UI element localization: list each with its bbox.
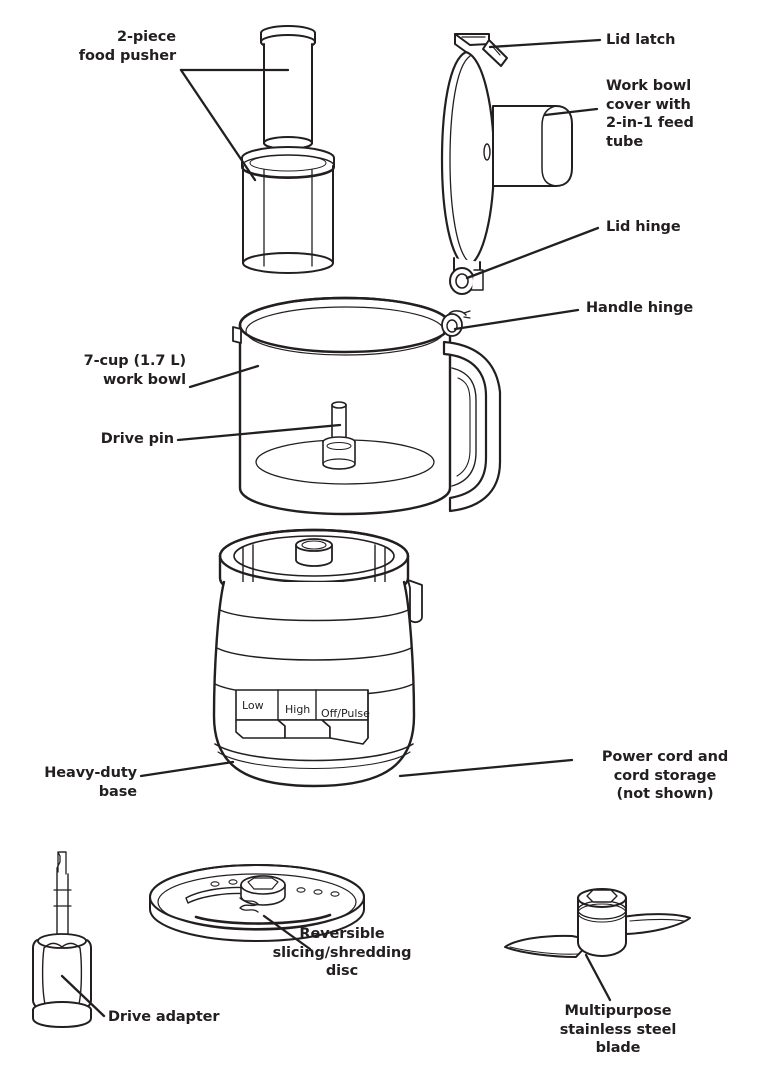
food-pusher-small [260,25,316,150]
leader-lines [60,38,612,1018]
multipurpose-blade [504,888,691,958]
handle-hinge [441,310,471,337]
feed-tube [492,105,573,187]
label-lid-hinge: Lid hinge [606,219,681,235]
control-off-pulse-label[interactable]: Off/Pulse [321,707,370,720]
label-lid-latch: Lid latch [606,32,676,48]
label-handle-hinge: Handle hinge [586,300,694,316]
control-low-label[interactable]: Low [242,699,264,712]
label-multipurpose-blade: Multipurpose stainless steel blade [559,1003,677,1056]
label-work-bowl-cover: Work bowl cover with 2-in-1 feed tube [606,78,694,150]
label-power-cord: Power cord and cord storage (not shown) [601,749,729,802]
work-bowl-cover [440,50,496,269]
label-2-piece-food-pusher: 2-piece food pusher [78,29,176,64]
label-heavy-duty-base: Heavy-duty base [44,765,137,800]
control-panel [235,689,369,745]
lid-hinge [449,257,484,295]
label-drive-adapter: Drive adapter [108,1009,220,1025]
label-slicing-disc: Reversible slicing/shredding disc [272,926,412,979]
label-drive-pin: Drive pin [100,431,174,447]
work-bowl-handle [442,340,502,513]
food-pusher-large [241,146,335,274]
heavy-duty-base [212,528,423,788]
control-high-label[interactable]: High [285,703,311,716]
slicing-shredding-disc [149,864,365,942]
drive-adapter [32,851,92,1028]
label-work-bowl: 7-cup (1.7 L) work bowl [83,353,186,388]
